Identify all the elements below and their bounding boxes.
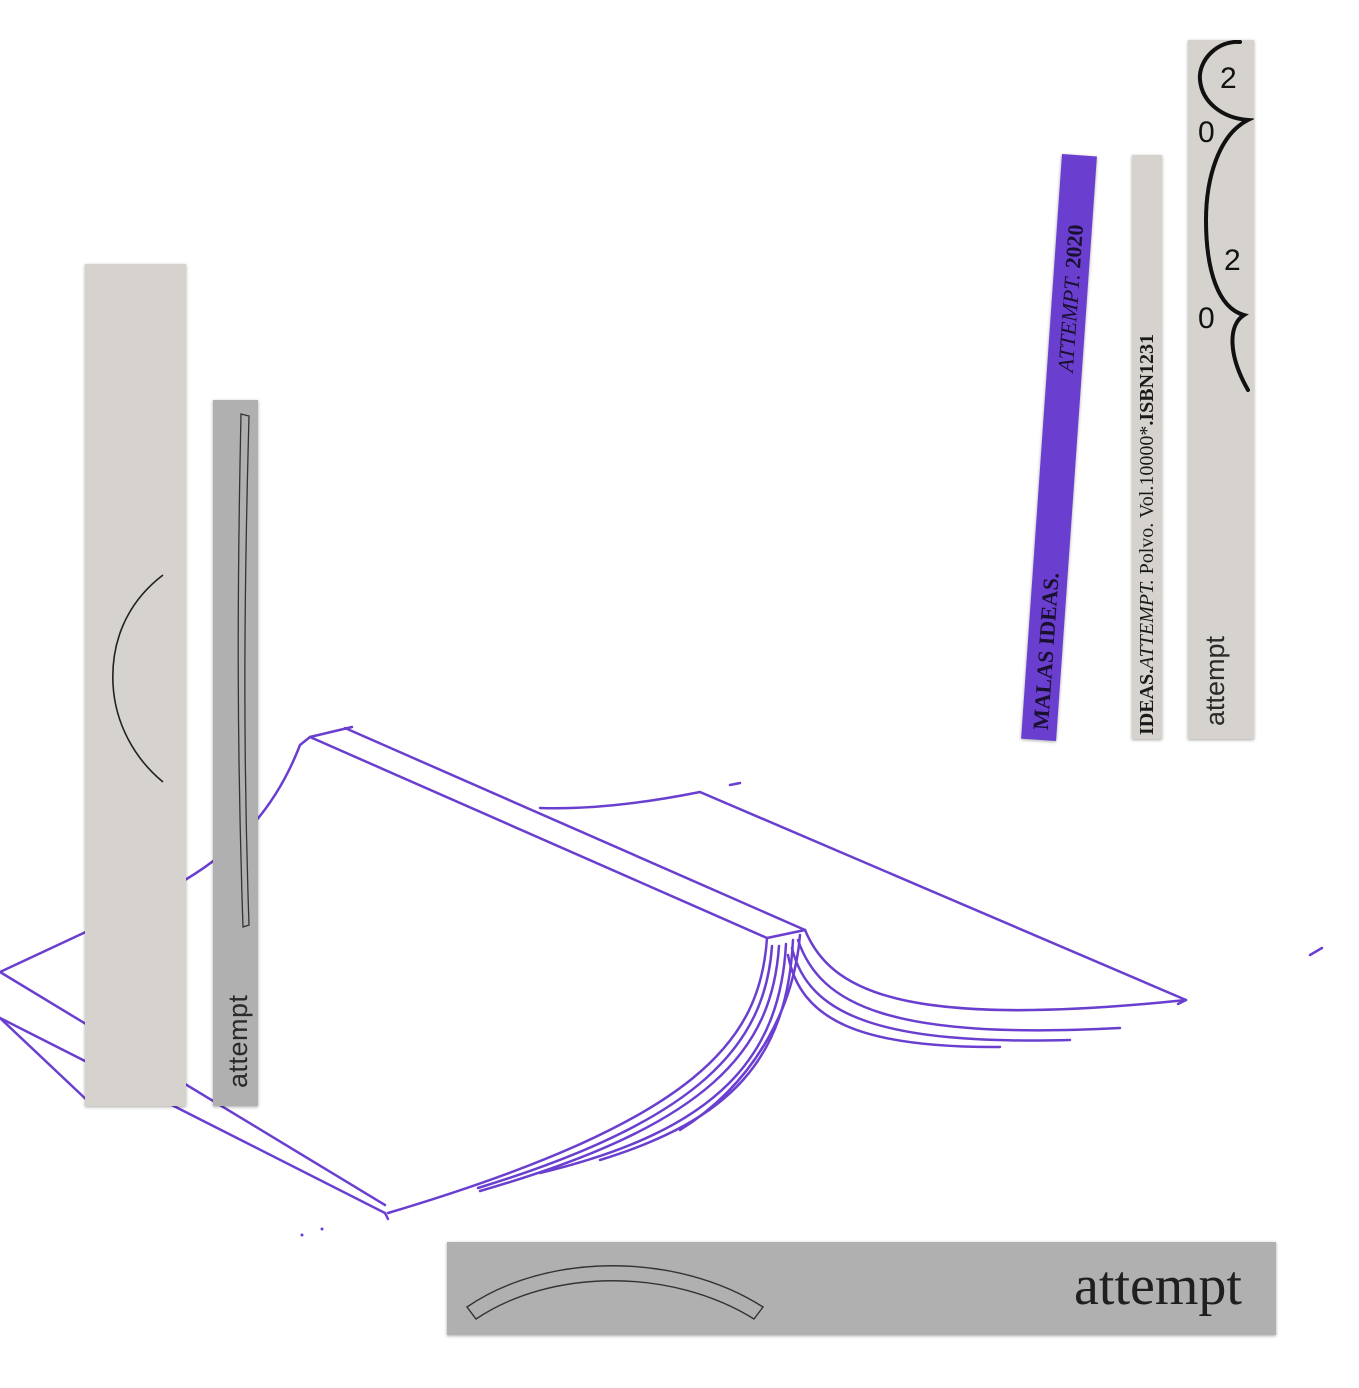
purple-spine-title: MALAS IDEAS.: [1027, 571, 1064, 731]
arc-band-icon: [466, 1265, 765, 1320]
right-spine: 2 0 2 0 attempt: [1188, 40, 1254, 739]
bottom-spine: attempt: [447, 1242, 1276, 1335]
right-spine-digit-3: 2: [1224, 244, 1241, 277]
bottom-spine-label: attempt: [1074, 1255, 1242, 1317]
isbn-spine-publisher: Polvo.: [1136, 522, 1158, 575]
right-spine-digit-1: 2: [1220, 62, 1237, 95]
isbn-spine-subtitle: ATTEMPT.: [1136, 579, 1158, 669]
arc-ornament-icon: [112, 574, 164, 783]
left-thin-spine-label: attempt: [223, 994, 253, 1088]
open-book-illustration: [0, 725, 1324, 1237]
right-spine-digit-4: 0: [1198, 302, 1215, 335]
purple-spine-subtitle: ATTEMPT.: [1052, 273, 1085, 373]
right-spine-digit-2: 0: [1198, 116, 1215, 149]
isbn-spine: IDEAS.ATTEMPT. Polvo. Vol.10000*.ISBN123…: [1132, 155, 1162, 739]
left-tall-spine: [85, 264, 186, 1106]
wave-ornament-icon: [1197, 40, 1254, 392]
left-thin-spine: attempt: [213, 400, 258, 1106]
right-spine-label: attempt: [1200, 635, 1230, 726]
isbn-spine-number: .ISBN1231: [1136, 333, 1158, 426]
isbn-spine-title: IDEAS.: [1136, 668, 1158, 735]
isbn-spine-volume: Vol.10000*: [1136, 425, 1158, 519]
curved-bar-icon: [237, 413, 250, 928]
purple-spine-year: 2020: [1060, 223, 1089, 270]
purple-spine: MALAS IDEAS. ATTEMPT. 2020: [1021, 154, 1097, 742]
